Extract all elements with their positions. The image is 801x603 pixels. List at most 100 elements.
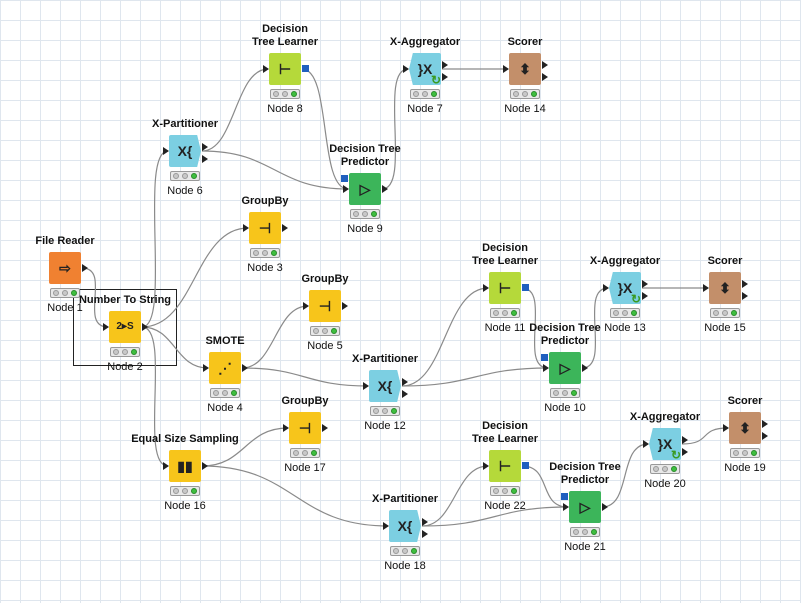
output-port-icon[interactable] [382,185,388,193]
node-n11[interactable]: Decision Tree Learner⊢Node 11 [455,242,555,352]
input-port-icon[interactable] [263,65,269,73]
groupby-icon[interactable]: ⊣ [309,290,341,322]
node-n1[interactable]: File Reader⇨Node 1 [15,235,115,345]
node-n13[interactable]: X-Aggregator}X↻Node 13 [575,255,675,365]
model-port-icon[interactable] [341,175,348,182]
node-n16[interactable]: Equal Size Sampling▮▮Node 16 [131,433,239,543]
node-n14[interactable]: Scorer⬍Node 14 [475,36,575,146]
output-port-icon[interactable] [742,292,748,300]
input-port-icon[interactable] [643,440,649,448]
output-port-icon[interactable] [282,224,288,232]
output-port-icon[interactable] [242,364,248,372]
model-port-icon[interactable] [561,493,568,500]
node-n4[interactable]: SMOTE⋰Node 4 [175,335,275,445]
input-port-icon[interactable] [103,323,109,331]
input-port-icon[interactable] [403,65,409,73]
output-port-icon[interactable] [642,280,648,288]
output-port-icon[interactable] [542,73,548,81]
node-n21[interactable]: Decision Tree Predictor▷Node 21 [535,461,635,571]
output-port-icon[interactable] [402,378,408,386]
input-port-icon[interactable] [343,185,349,193]
model-port-icon[interactable] [302,65,309,72]
model-port-icon[interactable] [522,462,529,469]
input-port-icon[interactable] [543,364,549,372]
input-port-icon[interactable] [723,424,729,432]
input-port-icon[interactable] [483,462,489,470]
decision-tree-predictor-icon[interactable]: ▷ [569,491,601,523]
x-partitioner-icon[interactable]: X{ [169,135,201,167]
x-aggregator-icon[interactable]: }X [649,428,681,460]
output-port-icon[interactable] [762,420,768,428]
decision-tree-learner-icon[interactable]: ⊢ [489,272,521,304]
input-port-icon[interactable] [203,364,209,372]
output-port-icon[interactable] [82,264,88,272]
node-n7[interactable]: X-Aggregator}X↻Node 7 [375,36,475,146]
decision-tree-predictor-icon[interactable]: ▷ [349,173,381,205]
input-port-icon[interactable] [503,65,509,73]
output-port-icon[interactable] [542,61,548,69]
x-partitioner-icon[interactable]: X{ [369,370,401,402]
node-n5[interactable]: GroupBy⊣Node 5 [275,273,375,383]
output-port-icon[interactable] [742,280,748,288]
output-port-icon[interactable] [322,424,328,432]
output-port-icon[interactable] [422,518,428,526]
scorer-icon[interactable]: ⬍ [729,412,761,444]
x-aggregator-icon[interactable]: }X [609,272,641,304]
number-to-string-icon[interactable]: 2▸S [109,311,141,343]
node-n10[interactable]: Decision Tree Predictor▷Node 10 [515,322,615,432]
input-port-icon[interactable] [603,284,609,292]
node-n20[interactable]: X-Aggregator}X↻Node 20 [615,411,715,521]
model-port-icon[interactable] [541,354,548,361]
input-port-icon[interactable] [703,284,709,292]
scorer-icon[interactable]: ⬍ [509,53,541,85]
decision-tree-learner-icon[interactable]: ⊢ [269,53,301,85]
x-aggregator-icon[interactable]: }X [409,53,441,85]
decision-tree-learner-icon[interactable]: ⊢ [489,450,521,482]
output-port-icon[interactable] [602,503,608,511]
output-port-icon[interactable] [202,143,208,151]
model-port-icon[interactable] [522,284,529,291]
file-reader-icon[interactable]: ⇨ [49,252,81,284]
output-port-icon[interactable] [202,462,208,470]
output-port-icon[interactable] [682,448,688,456]
x-partitioner-icon[interactable]: X{ [389,510,421,542]
input-port-icon[interactable] [483,284,489,292]
output-port-icon[interactable] [202,155,208,163]
input-port-icon[interactable] [163,462,169,470]
node-n19[interactable]: Scorer⬍Node 19 [695,395,795,505]
input-port-icon[interactable] [383,522,389,530]
decision-tree-predictor-icon[interactable]: ▷ [549,352,581,384]
input-port-icon[interactable] [243,224,249,232]
node-n8[interactable]: Decision Tree Learner⊢Node 8 [235,23,335,133]
groupby-icon[interactable]: ⊣ [289,412,321,444]
input-port-icon[interactable] [163,147,169,155]
input-port-icon[interactable] [563,503,569,511]
output-port-icon[interactable] [442,73,448,81]
input-port-icon[interactable] [363,382,369,390]
input-port-icon[interactable] [283,424,289,432]
output-port-icon[interactable] [142,323,148,331]
node-n15[interactable]: Scorer⬍Node 15 [675,255,775,365]
node-n17[interactable]: GroupBy⊣Node 17 [255,395,355,505]
equal-size-sampling-icon[interactable]: ▮▮ [169,450,201,482]
node-n9[interactable]: Decision Tree Predictor▷Node 9 [315,143,415,253]
output-port-icon[interactable] [582,364,588,372]
scorer-icon[interactable]: ⬍ [709,272,741,304]
groupby-icon[interactable]: ⊣ [249,212,281,244]
node-n22[interactable]: Decision Tree Learner⊢Node 22 [455,420,555,530]
output-port-icon[interactable] [442,61,448,69]
input-port-icon[interactable] [303,302,309,310]
smote-icon[interactable]: ⋰ [209,352,241,384]
output-port-icon[interactable] [762,432,768,440]
node-n3[interactable]: GroupBy⊣Node 3 [215,195,315,305]
output-port-icon[interactable] [642,292,648,300]
output-port-icon[interactable] [402,390,408,398]
output-port-icon[interactable] [682,436,688,444]
output-port-icon[interactable] [422,530,428,538]
output-port-icon[interactable] [342,302,348,310]
